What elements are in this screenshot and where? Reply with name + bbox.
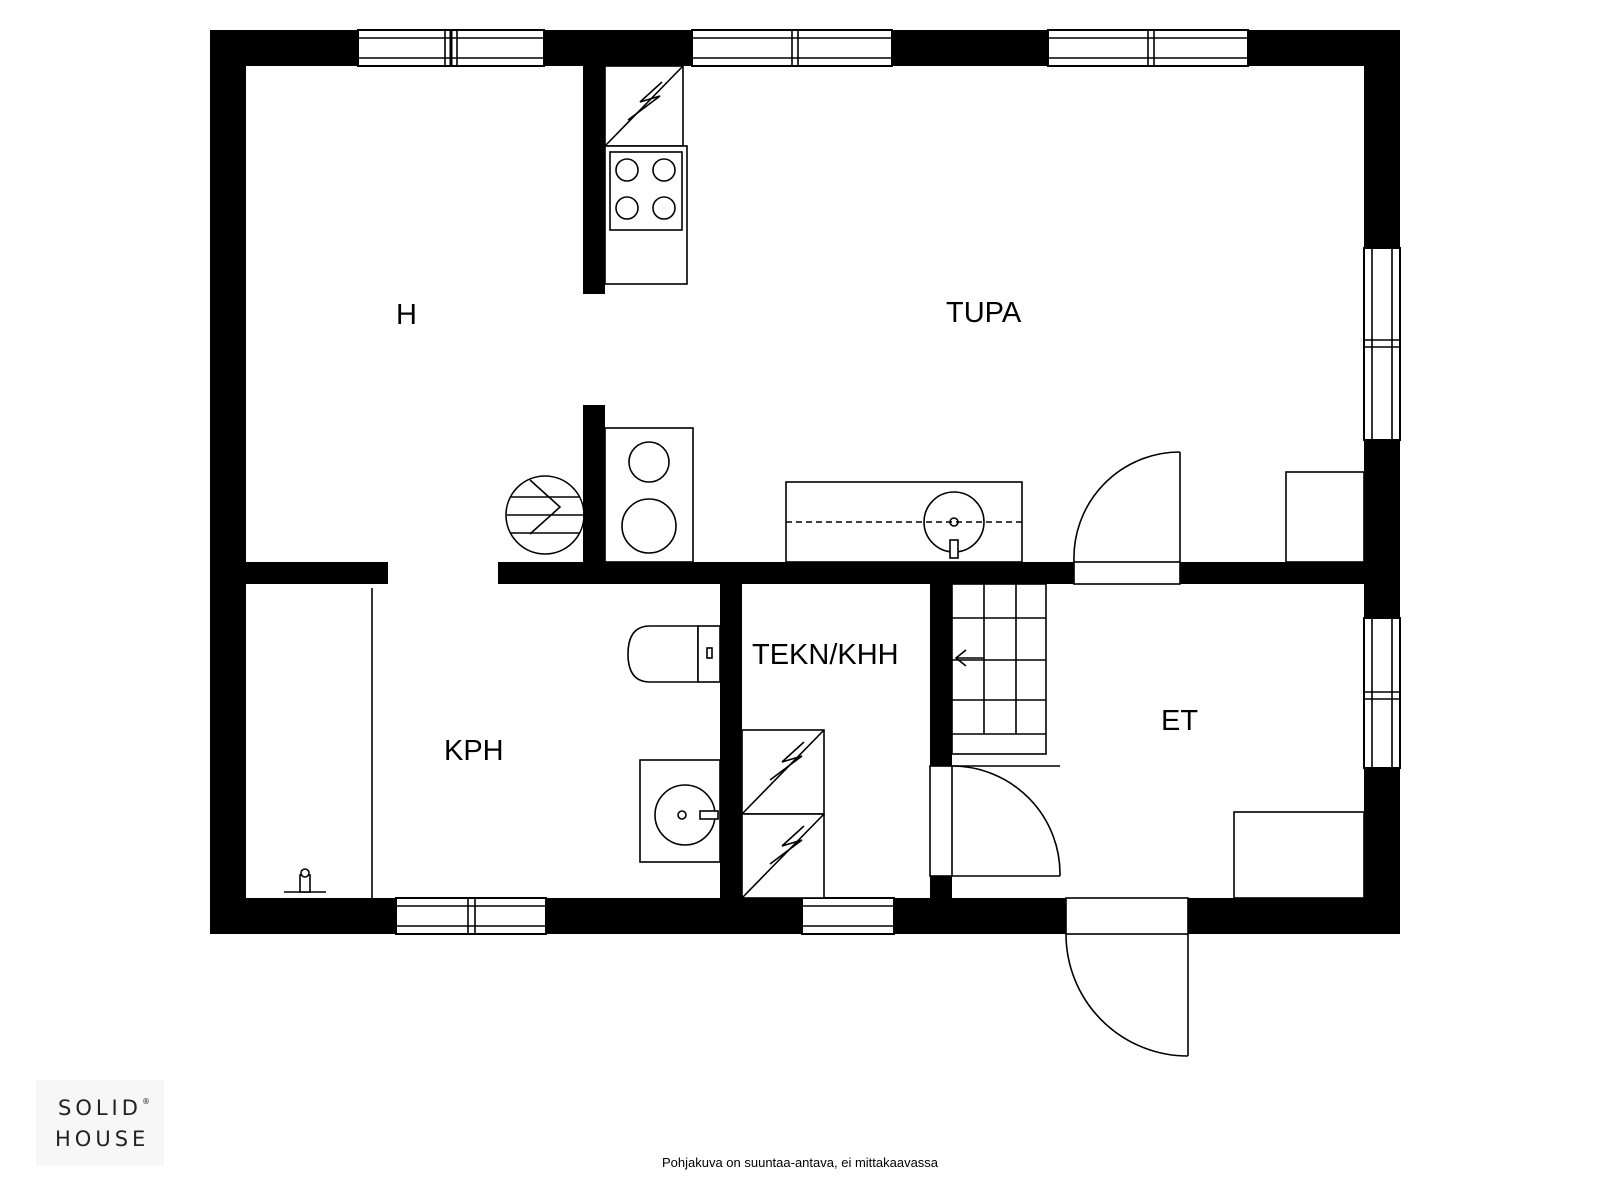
kitchen-fixtures xyxy=(604,65,1365,563)
logo-line2: HOUSE xyxy=(55,1127,149,1151)
fireplace xyxy=(505,475,585,555)
room-label-h: H xyxy=(396,299,417,331)
room-label-tupa: TUPA xyxy=(946,297,1022,329)
window-top-h xyxy=(357,29,545,67)
logo-registered-mark: ® xyxy=(142,1097,150,1106)
utility-fixtures xyxy=(741,729,825,899)
room-label-kph: KPH xyxy=(444,735,504,767)
bathroom-fixtures xyxy=(284,588,721,898)
room-label-et: ET xyxy=(1161,705,1198,737)
door-tupa-et xyxy=(1073,451,1181,585)
window-top-tupa-2 xyxy=(1047,29,1249,67)
entrance-fixtures xyxy=(951,583,1365,899)
door-tekn-et xyxy=(929,765,1061,877)
room-label-tekn-khh: TEKN/KHH xyxy=(752,639,899,671)
window-bottom-tekn xyxy=(801,897,895,935)
logo-line1: SOLID xyxy=(58,1096,142,1120)
window-bottom-kph xyxy=(395,897,547,935)
footer-note: Pohjakuva on suuntaa-antava, ei mittakaa… xyxy=(662,1155,939,1170)
door-entrance xyxy=(1065,897,1189,1057)
doors xyxy=(929,451,1189,1057)
company-logo: SOLID ® HOUSE xyxy=(36,1080,164,1166)
interior-walls xyxy=(246,66,1364,898)
windows xyxy=(357,29,1401,935)
window-right-tupa xyxy=(1363,247,1401,441)
window-right-et xyxy=(1363,617,1401,769)
window-top-tupa-1 xyxy=(691,29,893,67)
